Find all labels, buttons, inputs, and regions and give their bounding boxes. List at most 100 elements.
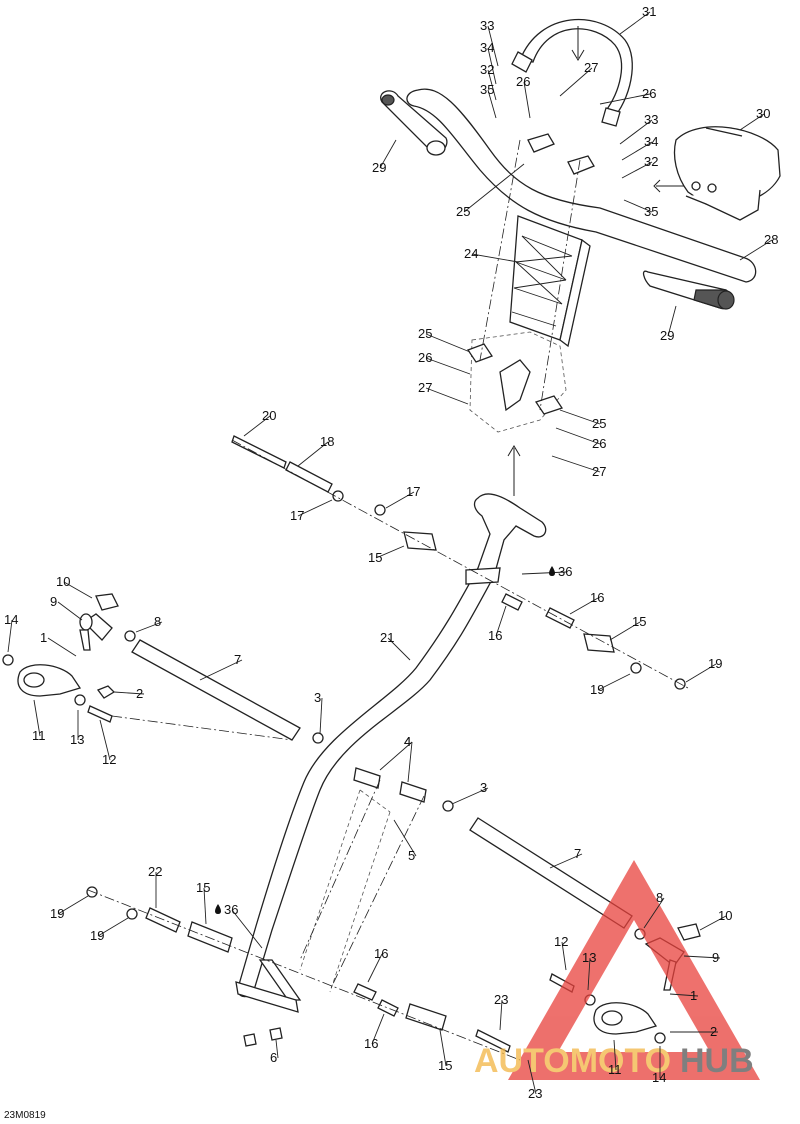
callout-label: 19 — [90, 928, 104, 943]
callout-label: 29 — [660, 328, 674, 343]
callout-label: 31 — [642, 4, 656, 19]
tie-rod-7-upper — [131, 639, 301, 741]
callout-leader — [559, 409, 601, 425]
callout-label: 10 — [56, 574, 70, 589]
callout-leader — [385, 491, 415, 509]
callout-label: 15 — [368, 550, 382, 565]
callout-leader — [425, 357, 471, 375]
callout-label: 2 — [136, 686, 143, 701]
callout-leader — [243, 415, 271, 437]
callout-leader — [555, 427, 601, 445]
callout-label: 16 — [488, 628, 502, 643]
callout-label: 11 — [608, 1062, 622, 1077]
callout-leader — [487, 69, 497, 101]
callout-label: 27 — [592, 464, 606, 479]
callout-label: 28 — [764, 232, 778, 247]
callout-leader — [319, 697, 323, 735]
callout-label: 9 — [712, 950, 719, 965]
callout-label: 24 — [464, 246, 478, 261]
callout-label: 36 — [558, 564, 572, 579]
callout-label: 4 — [404, 734, 411, 749]
callout-label: 11 — [32, 728, 46, 743]
callout-leader — [135, 621, 163, 633]
callout-label: 8 — [154, 614, 161, 629]
callout-label: 25 — [418, 326, 432, 341]
handlebar-28 — [406, 88, 757, 283]
callout-label: 34 — [644, 134, 658, 149]
callout-leader — [199, 659, 243, 681]
callout-leader — [487, 47, 497, 85]
callout-leader — [297, 441, 329, 467]
callout-leader — [375, 545, 405, 559]
callout-label: 30 — [756, 106, 770, 121]
callout-label: 5 — [408, 848, 415, 863]
callout-label: 23 — [494, 992, 508, 1007]
callout-leader — [113, 691, 145, 695]
callout-leader — [33, 699, 41, 737]
callout-label: 3 — [480, 780, 487, 795]
callout-label: 19 — [590, 682, 604, 697]
callout-leader — [559, 67, 593, 97]
callout-leader — [367, 953, 383, 983]
callout-leader — [47, 637, 77, 657]
callout-label: 1 — [690, 988, 697, 1003]
callout-leader — [569, 597, 599, 615]
parts-drawing — [2, 18, 781, 1061]
watermark-triangle — [508, 860, 760, 1080]
callout-label: 15 — [438, 1058, 452, 1073]
callout-leader — [297, 499, 333, 517]
callout-leader — [471, 253, 519, 263]
callout-leader — [527, 1059, 537, 1095]
callout-label: 26 — [418, 350, 432, 365]
callout-leader — [521, 571, 567, 575]
callout-leader — [683, 955, 721, 959]
callout-label: 3 — [314, 690, 321, 705]
callout-label: 4 — [404, 734, 411, 749]
callout-label: 27 — [584, 60, 598, 75]
callout-label: 29 — [372, 160, 386, 175]
callout-leader — [587, 957, 591, 991]
callout-label: 19 — [50, 906, 64, 921]
callout-label: 13 — [70, 732, 84, 747]
callout-leader — [621, 141, 653, 161]
callout-leader — [425, 333, 471, 353]
callout-label: 2 — [710, 1024, 717, 1039]
callout-leader — [275, 1039, 279, 1059]
callout-label: 22 — [148, 864, 162, 879]
callout-leader — [669, 993, 699, 997]
callout-label: 10 — [718, 908, 732, 923]
callout-leader — [99, 719, 111, 761]
grip-29-left — [380, 90, 448, 156]
callout-label: 17 — [290, 508, 304, 523]
callout-leader — [643, 897, 665, 929]
drop-icon — [215, 904, 221, 914]
callout-leader — [97, 917, 129, 937]
pad-30 — [673, 126, 781, 221]
callout-label: 6 — [270, 1050, 277, 1065]
callout-leader — [523, 81, 531, 119]
drop-icon — [549, 566, 555, 576]
callout-leader — [739, 113, 765, 131]
callout-leader — [609, 621, 641, 641]
callout-label: 32 — [480, 62, 494, 77]
callout-leader — [57, 601, 83, 621]
callout-label: 26 — [592, 436, 606, 451]
callout-leader — [495, 605, 507, 637]
callout-leader — [739, 239, 773, 261]
figure-code: 23M0819 — [4, 1110, 46, 1121]
callout-label: 12 — [554, 934, 568, 949]
callout-leader — [451, 787, 489, 805]
callout-leader — [619, 119, 653, 145]
callout-leader — [379, 741, 413, 771]
callout-label: 1 — [40, 630, 47, 645]
callout-label: 16 — [364, 1036, 378, 1051]
callout-label: 12 — [102, 752, 116, 767]
callout-leader — [685, 663, 717, 683]
callout-leader — [623, 199, 653, 213]
callout-leader — [487, 89, 497, 119]
callout-label: 25 — [592, 416, 606, 431]
callout-label: 18 — [320, 434, 334, 449]
callout-label: 15 — [196, 880, 210, 895]
callout-leader — [231, 909, 263, 949]
